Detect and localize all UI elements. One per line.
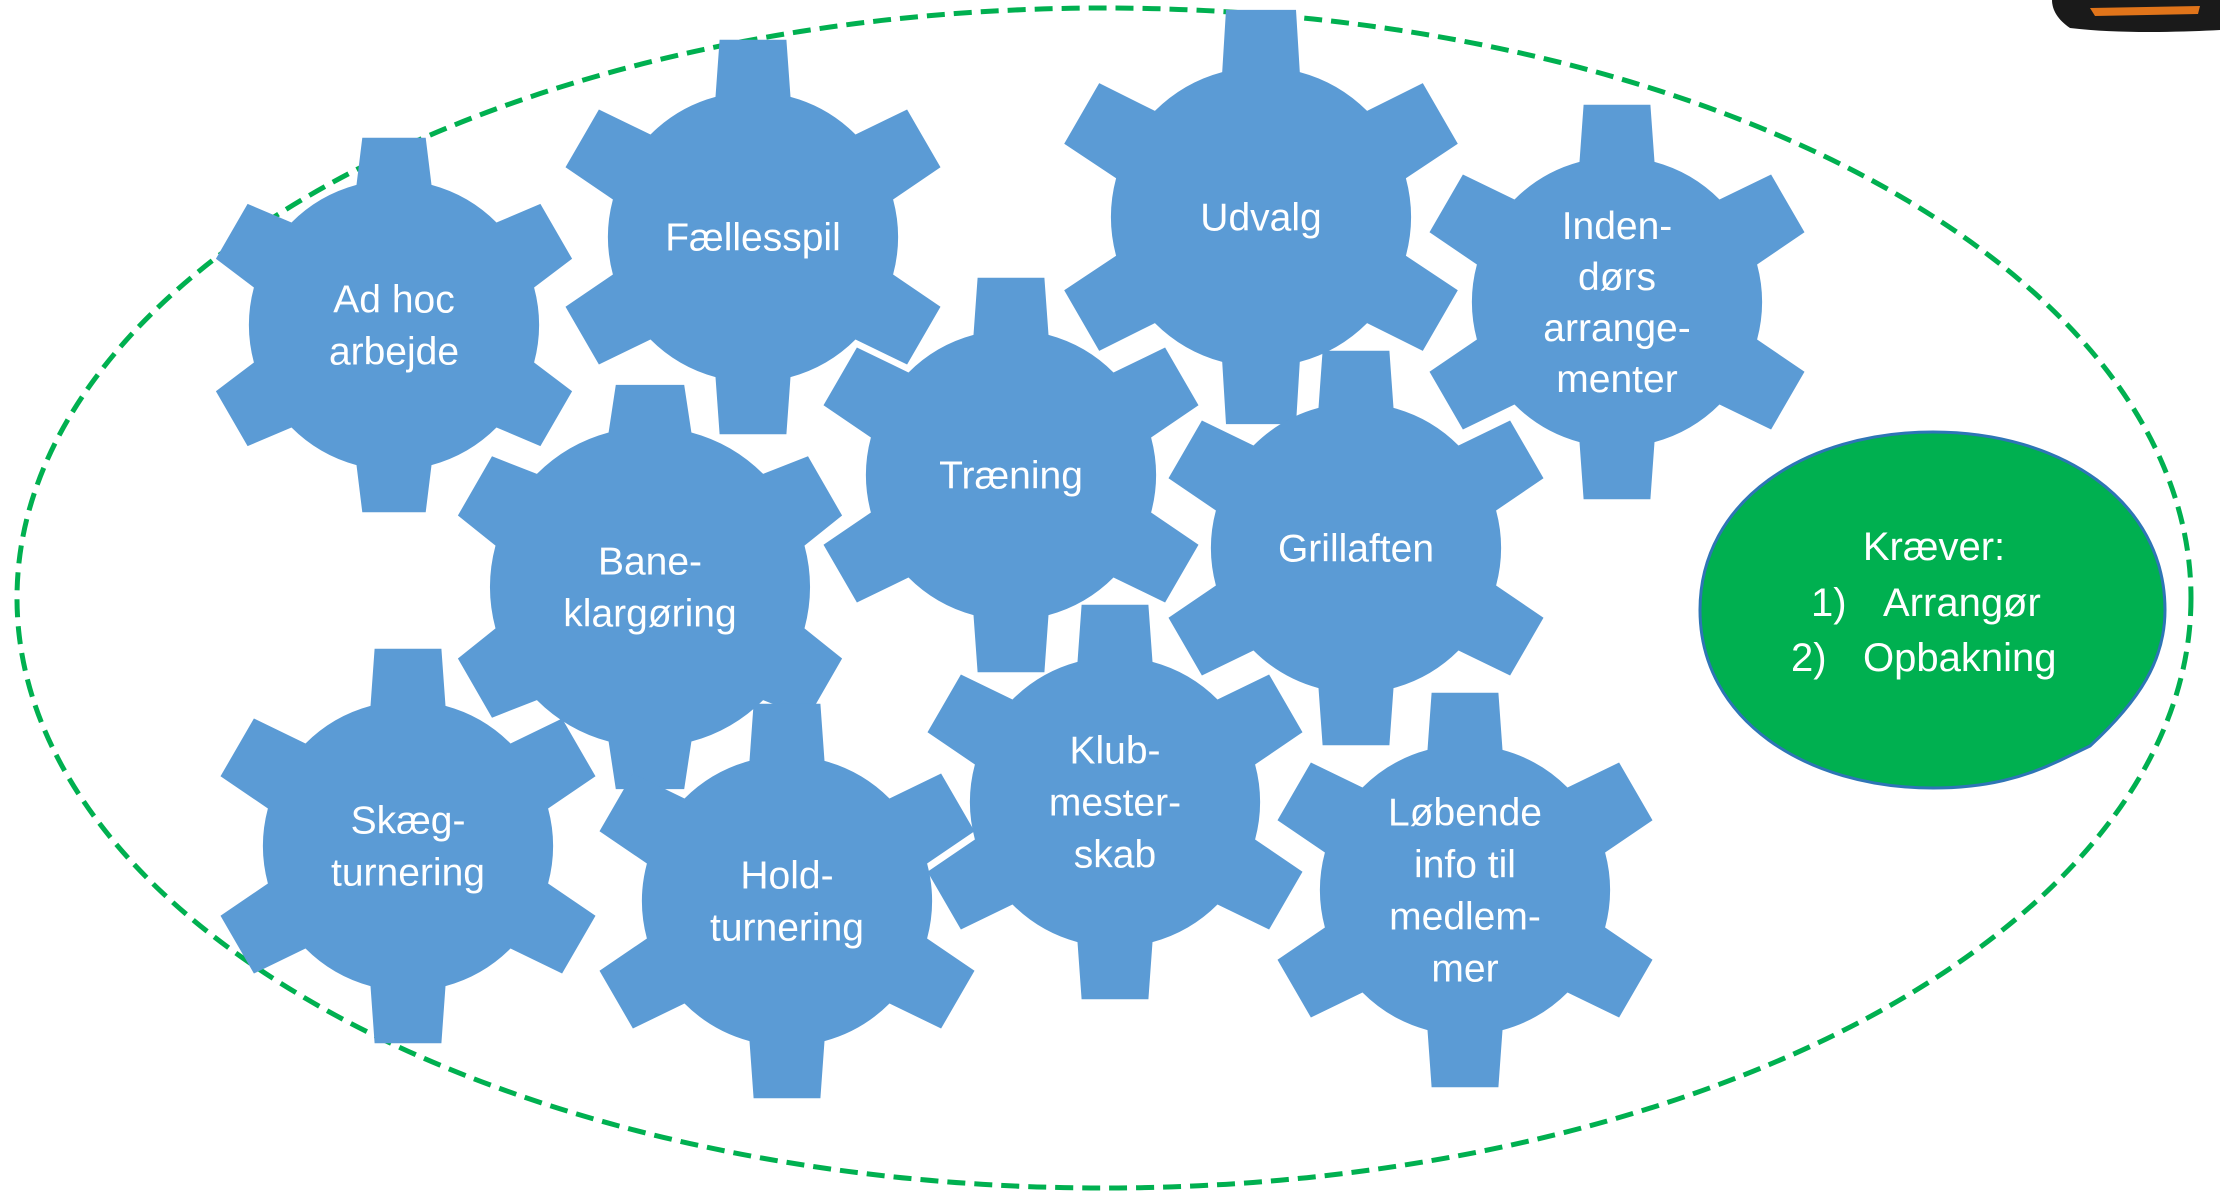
corner-image-fragment bbox=[2052, 0, 2220, 32]
gear-label-line: Klub- bbox=[1069, 730, 1160, 773]
callout-item-2-text: Opbakning bbox=[1863, 636, 2056, 680]
gear-icon bbox=[823, 277, 1199, 673]
gear-label-line: Grillaften bbox=[1278, 528, 1434, 571]
gear-indendoers-arrangementer: Inden-dørs arrange-menter bbox=[1429, 104, 1805, 500]
gears-layer: Ad hoc arbejde Fællesspil Udvalg Inden-dørs a… bbox=[215, 9, 1805, 1099]
gear-label-line: menter bbox=[1556, 358, 1677, 401]
gear-icon bbox=[1064, 9, 1458, 425]
grouping-ellipse bbox=[14, 5, 2194, 1191]
gear-icon bbox=[927, 604, 1303, 1000]
gear-label-line: Udvalg bbox=[1200, 197, 1321, 240]
gear-label-line: Inden- bbox=[1562, 205, 1673, 248]
gear-icon bbox=[220, 648, 596, 1044]
callout-item-1-text: Arrangør bbox=[1883, 581, 2041, 625]
speech-bubble-callout: Kræver: 1) Arrangør 2) Opbakning bbox=[1698, 430, 2167, 790]
gear-label-line: arrange- bbox=[1543, 307, 1690, 350]
gear-label-line: Hold- bbox=[740, 855, 833, 898]
gear-label-line: arbejde bbox=[329, 331, 459, 374]
gear-icon bbox=[599, 703, 975, 1099]
gear-icon bbox=[215, 137, 573, 513]
gear-label-line: turnering bbox=[331, 852, 485, 895]
gear-holdturnering: Hold-turnering bbox=[599, 703, 975, 1099]
gear-icon bbox=[1277, 692, 1653, 1088]
gear-icon bbox=[565, 39, 941, 435]
callout-title: Kræver: bbox=[1863, 525, 2005, 569]
gear-label-line: Fællesspil bbox=[665, 217, 841, 260]
gear-label-line: info til bbox=[1414, 844, 1516, 887]
gear-label-line: Skæg- bbox=[351, 800, 466, 843]
gear-icon bbox=[1168, 350, 1544, 746]
gear-label-line: dørs bbox=[1578, 256, 1656, 299]
gear-udvalg: Udvalg bbox=[1064, 9, 1458, 425]
gear-ad-hoc-arbejde: Ad hoc arbejde bbox=[215, 137, 573, 513]
gear-label-line: turnering bbox=[710, 907, 864, 950]
gear-label-line: skab bbox=[1074, 834, 1156, 877]
gear-grillaften: Grillaften bbox=[1168, 350, 1544, 746]
gear-label-line: Ad hoc bbox=[333, 279, 454, 322]
callout-item-2-number: 2) bbox=[1791, 636, 1827, 680]
gear-label-line: Løbende bbox=[1388, 792, 1542, 835]
gear-label-line: Bane- bbox=[598, 541, 702, 584]
gear-icon bbox=[1429, 104, 1805, 500]
gear-label-line: klargøring bbox=[563, 593, 736, 636]
gear-klubmesterskab: Klub-mester-skab bbox=[927, 604, 1303, 1000]
gear-baneklargoering: Bane-klargøring bbox=[457, 384, 843, 790]
gear-label-line: mer bbox=[1431, 948, 1498, 991]
gear-skaegturnering: Skæg-turnering bbox=[220, 648, 596, 1044]
gear-loebende-info: Løbende info til medlem-mer bbox=[1277, 692, 1653, 1088]
gear-icon bbox=[457, 384, 843, 790]
gear-label-line: Træning bbox=[939, 455, 1083, 498]
speech-bubble-shape bbox=[1698, 430, 2167, 790]
callout-item-1-number: 1) bbox=[1811, 581, 1847, 625]
gear-faellesspil: Fællesspil bbox=[565, 39, 941, 435]
gear-label-line: mester- bbox=[1049, 782, 1181, 825]
gear-traening: Træning bbox=[823, 277, 1199, 673]
gear-label-line: medlem- bbox=[1389, 896, 1541, 939]
